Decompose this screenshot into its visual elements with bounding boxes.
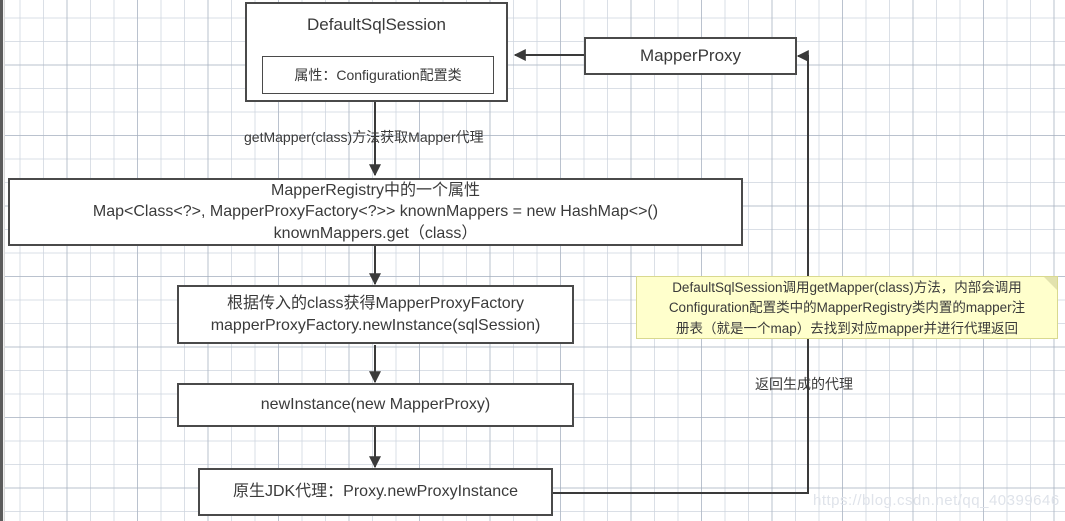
- node-jdk-proxy-label: 原生JDK代理：Proxy.newProxyInstance: [232, 483, 519, 501]
- node-mapper-proxy-factory-line1: 根据传入的class获得MapperProxyFactory: [227, 294, 524, 312]
- node-new-instance[interactable]: newInstance(new MapperProxy): [177, 383, 574, 427]
- node-mapper-registry-line2: Map<Class<?>, MapperProxyFactory<?>> kno…: [92, 203, 659, 221]
- node-default-sql-session-attribute-label: 属性：Configuration配置类: [294, 66, 462, 83]
- edge-label-get-mapper-text: getMapper(class)方法获取Mapper代理: [244, 129, 484, 145]
- edge-label-get-mapper: getMapper(class)方法获取Mapper代理: [244, 127, 484, 147]
- node-mapper-proxy-factory[interactable]: 根据传入的class获得MapperProxyFactory mapperPro…: [177, 285, 574, 344]
- node-mapper-registry-line1: MapperRegistry中的一个属性: [271, 181, 480, 199]
- node-mapper-registry[interactable]: MapperRegistry中的一个属性 Map<Class<?>, Mappe…: [8, 178, 743, 246]
- node-default-sql-session-attribute-box[interactable]: 属性：Configuration配置类: [262, 56, 494, 94]
- node-default-sql-session[interactable]: DefaultSqlSession 属性：Configuration配置类: [245, 2, 508, 102]
- sticky-note-line3: 册表（就是一个map）去找到对应mapper并进行代理返回: [675, 320, 1019, 336]
- watermark: https://blog.csdn.net/qq_40399646: [813, 492, 1060, 509]
- sticky-note-fold-corner: [1044, 277, 1057, 290]
- node-mapper-registry-line3: knownMappers.get（class）: [273, 224, 478, 242]
- edge-label-return-proxy: 返回生成的代理: [755, 374, 853, 394]
- node-mapper-proxy[interactable]: MapperProxy: [584, 37, 797, 75]
- sticky-note-explanation[interactable]: DefaultSqlSession调用getMapper(class)方法，内部…: [636, 276, 1058, 339]
- node-new-instance-label: newInstance(new MapperProxy): [260, 396, 491, 414]
- node-mapper-proxy-label: MapperProxy: [639, 45, 742, 65]
- node-mapper-proxy-factory-line2: mapperProxyFactory.newInstance(sqlSessio…: [210, 316, 541, 334]
- canvas-left-rail: [0, 0, 3, 521]
- watermark-text: https://blog.csdn.net/qq_40399646: [813, 492, 1060, 509]
- edge-jdkproxy-to-mapperproxy-return: [553, 50, 809, 494]
- sticky-note-line1: DefaultSqlSession调用getMapper(class)方法，内部…: [672, 280, 1022, 296]
- sticky-note-line2: Configuration配置类中的MapperRegistry类内置的mapp…: [668, 300, 1026, 316]
- node-jdk-proxy[interactable]: 原生JDK代理：Proxy.newProxyInstance: [198, 468, 553, 516]
- edge-label-return-proxy-text: 返回生成的代理: [755, 376, 853, 392]
- node-default-sql-session-title: DefaultSqlSession: [307, 15, 446, 34]
